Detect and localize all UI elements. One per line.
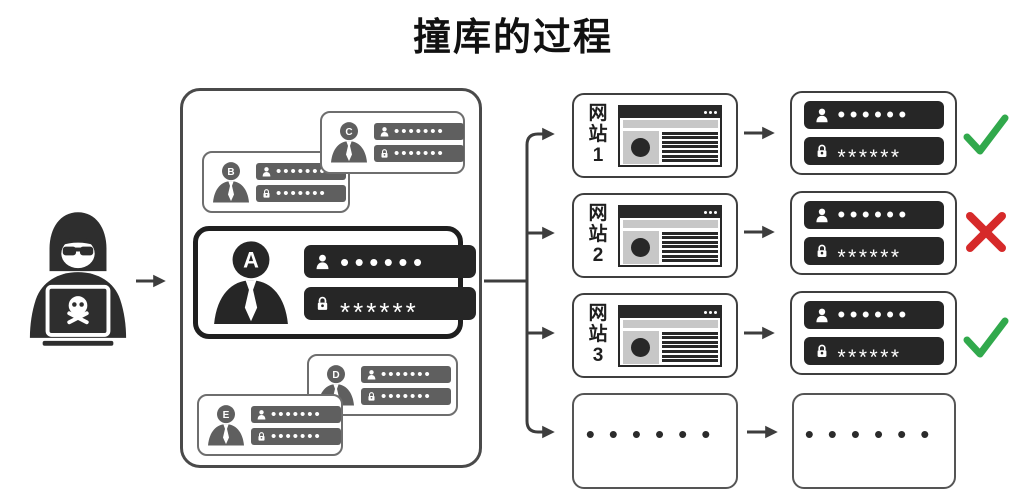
user-icon (815, 308, 828, 323)
browser-image-placeholder (622, 130, 659, 164)
username-field: •••••• (803, 201, 944, 229)
masked-username: ••••••• (394, 123, 445, 140)
lock-icon (817, 244, 826, 257)
password-field: ****** (803, 137, 944, 168)
sunglasses-icon (60, 237, 96, 256)
masked-password: ••••••• (271, 427, 322, 445)
masked-username: •••••• (837, 202, 911, 227)
avatar-letter: E (223, 409, 230, 420)
hacker-face (61, 238, 95, 269)
browser-toolbar (622, 320, 718, 328)
masked-password: ••••••• (381, 387, 432, 405)
lock-icon (258, 431, 265, 441)
user-icon (257, 409, 266, 419)
username-field: •••••• (803, 301, 944, 329)
username-field: ••••••• (361, 365, 451, 383)
username-field: •••••• (304, 245, 476, 278)
browser-toolbar (622, 220, 718, 228)
ellipsis-dots: •••••• (585, 419, 725, 449)
masked-username: ••••••• (276, 162, 327, 180)
password-field: ****** (304, 287, 476, 325)
browser-text-lines (661, 231, 718, 264)
branch-to-more (525, 281, 555, 439)
user-icon (367, 369, 376, 379)
username-field: •••••• (803, 101, 944, 129)
lock-icon (817, 344, 826, 357)
branch-to-site-1 (525, 127, 555, 281)
browser-text-lines (661, 131, 718, 164)
login-attempt-box-2: •••••• ****** (790, 191, 957, 275)
masked-password: ••••••• (276, 184, 327, 202)
browser-image-placeholder (622, 330, 659, 364)
page-title: 撞库的过程 (412, 17, 613, 59)
browser-window-icon (618, 304, 722, 367)
website-label: 网站2 (588, 203, 608, 266)
password-field: ••••••• (251, 427, 341, 445)
user-avatar-c: C (331, 122, 367, 163)
username-field: ••••••• (374, 123, 464, 140)
more-websites-box: •••••• (572, 393, 738, 489)
credential-card-a: A •••••• ****** (193, 226, 476, 339)
fail-x-icon (966, 212, 1006, 252)
credential-card-c: C ••••••• ••••••• (320, 111, 465, 174)
lock-icon (368, 391, 375, 401)
lock-icon (817, 144, 826, 157)
user-icon (316, 254, 329, 270)
lock-icon (317, 296, 328, 310)
website-box-1: 网站1 (572, 93, 738, 178)
password-field: ****** (803, 237, 944, 268)
avatar-letter: B (227, 166, 234, 177)
website-label: 网站1 (588, 103, 608, 166)
login-attempt-box-1: •••••• ****** (790, 91, 957, 175)
credential-card-e: E ••••••• ••••••• (197, 394, 343, 456)
avatar-letter: D (332, 369, 339, 380)
lock-icon (381, 149, 388, 158)
lock-icon (263, 188, 270, 198)
success-check-icon (963, 114, 1009, 155)
skull-crossbones-icon (67, 296, 89, 325)
hacker-icon (29, 212, 127, 346)
user-icon (262, 166, 271, 176)
password-field: ••••••• (256, 184, 346, 202)
masked-password: ••••••• (394, 145, 445, 162)
website-box-2: 网站2 (572, 193, 738, 278)
user-icon (815, 208, 828, 223)
masked-username: •••••• (340, 246, 428, 277)
login-attempt-box-3: •••••• ****** (790, 291, 957, 375)
user-icon (380, 127, 389, 137)
browser-text-lines (661, 331, 718, 364)
masked-username: •••••• (837, 302, 911, 327)
user-avatar-b: B (213, 161, 249, 202)
masked-username: •••••• (837, 102, 911, 127)
password-field: ****** (803, 337, 944, 368)
masked-username: ••••••• (271, 405, 322, 423)
username-field: ••••••• (251, 405, 341, 423)
user-avatar-e: E (208, 404, 244, 445)
browser-titlebar (620, 106, 720, 118)
browser-titlebar (620, 206, 720, 218)
browser-toolbar (622, 120, 718, 128)
website-box-3: 网站3 (572, 293, 738, 378)
avatar-letter: C (345, 127, 352, 138)
browser-image-placeholder (622, 230, 659, 264)
masked-username: ••••••• (381, 365, 432, 383)
password-field: ••••••• (361, 387, 451, 405)
user-icon (815, 108, 828, 123)
browser-titlebar (620, 306, 720, 318)
more-attempts-box: •••••• (792, 393, 956, 489)
website-label: 网站3 (588, 303, 608, 366)
success-check-icon (963, 317, 1009, 358)
browser-window-icon (618, 204, 722, 267)
user-avatar-a: A (214, 240, 288, 324)
browser-window-icon (618, 104, 722, 167)
password-field: ••••••• (374, 145, 464, 162)
avatar-letter: A (243, 247, 259, 272)
ellipsis-dots: •••••• (804, 419, 944, 449)
